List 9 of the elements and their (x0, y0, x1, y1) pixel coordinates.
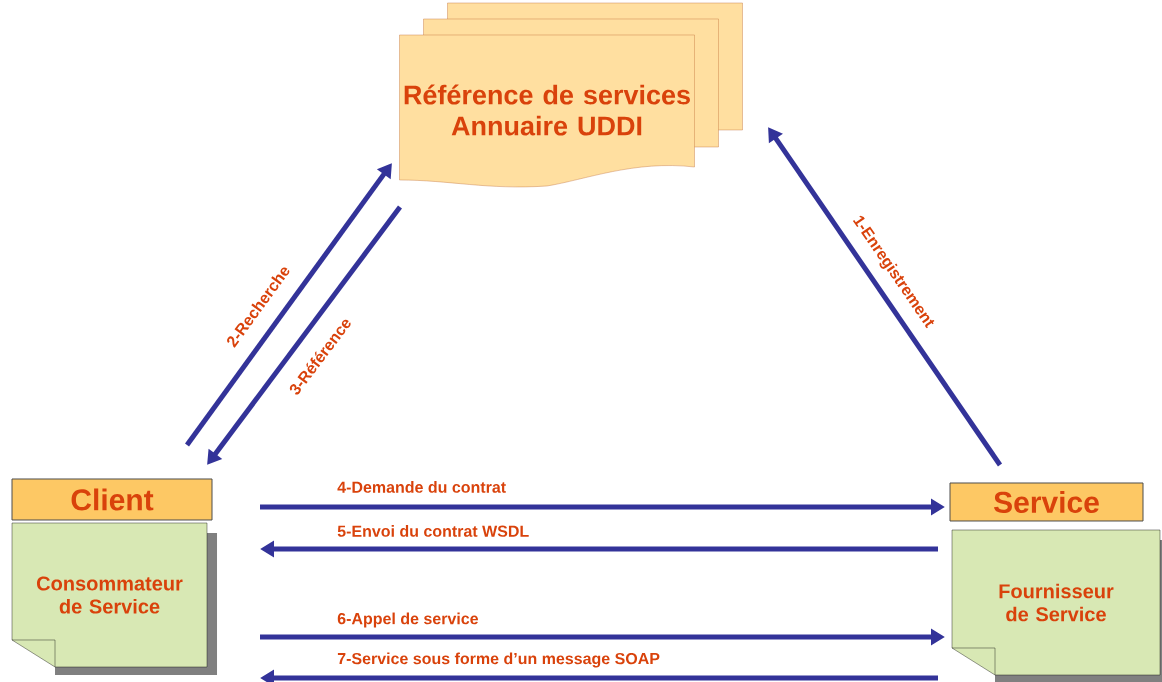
edge-label: 5-Envoi du contrat WSDL (336, 524, 531, 538)
edge-label: 4-Demande du contrat (336, 480, 508, 494)
header-box: Client (11, 478, 213, 521)
note-box: Fournisseur de Service (951, 529, 1162, 682)
edge-label: 6-Appel de service (336, 611, 480, 629)
edge-label: 7-Service sous forme d’un message SOAP (336, 651, 661, 669)
note-box: Consommateur de Service (11, 522, 217, 675)
document-stack: Référence de services Annuaire UDDI (399, 2, 743, 188)
header-box: Service (949, 482, 1144, 522)
